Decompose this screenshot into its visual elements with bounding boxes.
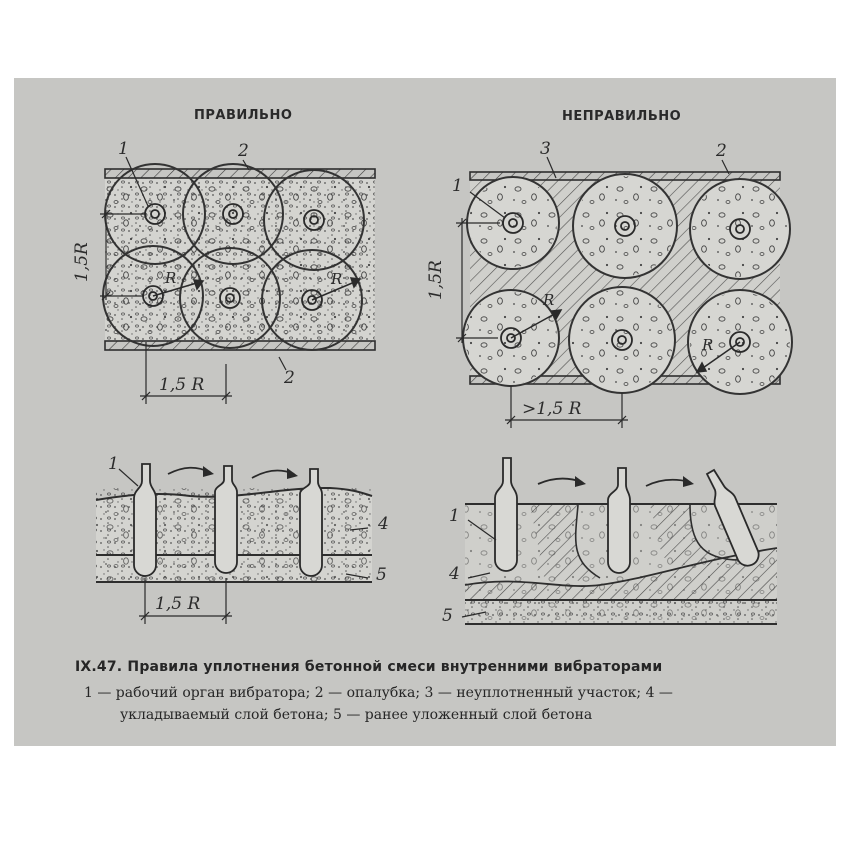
heading-correct: ПРАВИЛЬНО	[194, 108, 293, 123]
label-5-old-layer: 5	[442, 606, 453, 626]
heading-incorrect: НЕПРАВИЛЬНО	[562, 109, 682, 124]
dimension-horizontal: 1,5 R	[155, 594, 201, 614]
label-1-vibrator: 1	[108, 454, 119, 474]
figure-caption-legend-line2: укладываемый слой бетона; 5 — ранее улож…	[120, 707, 593, 723]
dimension-vertical: 1,5R	[426, 260, 446, 300]
label-radius: R	[543, 291, 555, 309]
label-2-formwork: 2	[238, 141, 249, 161]
label-3-unconsolidated: 3	[540, 139, 551, 159]
plan-incorrect	[456, 156, 793, 428]
label-5-old-layer: 5	[376, 565, 387, 585]
label-radius: R	[331, 270, 343, 288]
label-4-new-layer: 4	[378, 514, 389, 534]
section-incorrect	[461, 457, 778, 625]
label-1-vibrator: 1	[449, 506, 460, 526]
plan-correct	[100, 156, 376, 404]
label-4-new-layer: 4	[449, 564, 460, 584]
label-1-vibrator: 1	[452, 176, 463, 196]
label-1-vibrator: 1	[118, 139, 129, 159]
dimension-horizontal: 1,5 R	[159, 375, 205, 395]
dimension-vertical: 1,5R	[72, 242, 92, 282]
dimension-horizontal: >1,5 R	[522, 399, 582, 419]
label-2-formwork-bottom: 2	[284, 368, 295, 388]
figure-caption-legend-line1: 1 — рабочий орган вибратора; 2 — опалубк…	[84, 685, 673, 701]
label-radius: R	[165, 269, 177, 287]
label-2-formwork: 2	[716, 141, 727, 161]
figure-caption-title: IX.47. Правила уплотнения бетонной смеси…	[75, 659, 663, 675]
section-correct	[95, 463, 373, 624]
label-radius: R	[702, 336, 714, 354]
